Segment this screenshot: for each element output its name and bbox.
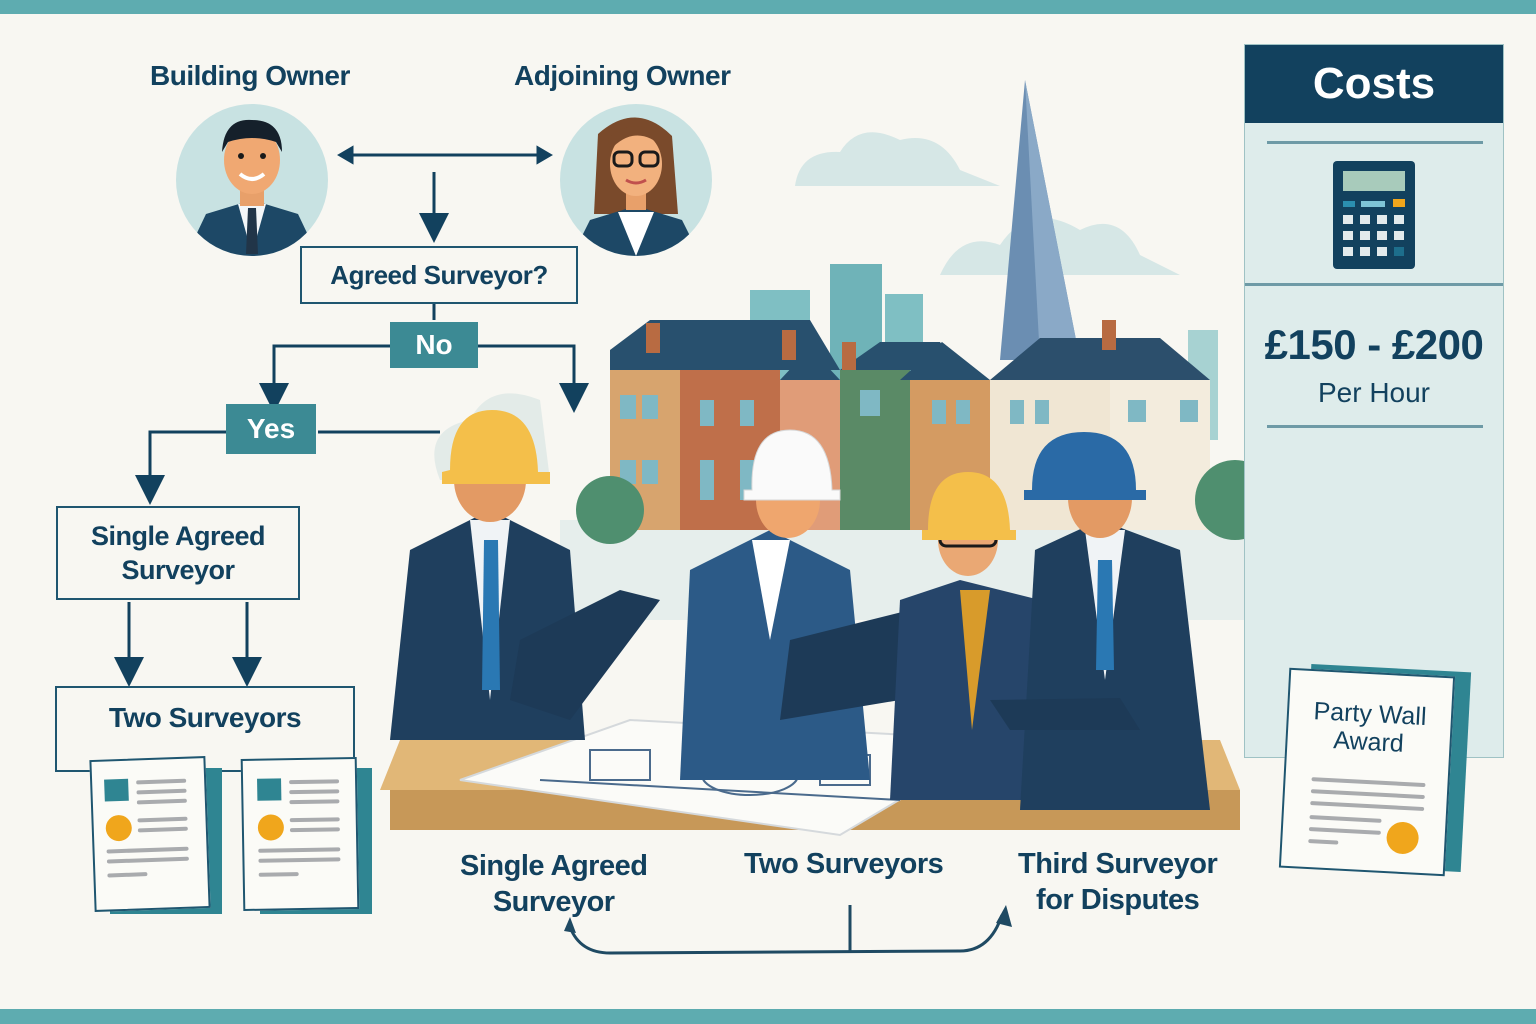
bottom-step-single-agreed: Single Agreed Surveyor [460, 848, 648, 920]
single-agreed-line1: Single Agreed [90, 521, 266, 551]
top-band [0, 0, 1536, 14]
bottom-step3-line1: Third Surveyor [1018, 848, 1218, 880]
bottom-band [0, 1009, 1536, 1024]
surveyors-illustration [380, 80, 1260, 837]
costs-title: Costs [1245, 45, 1503, 123]
award-title: Party Wall Award [1287, 696, 1452, 760]
cost-unit: Per Hour [1317, 377, 1431, 408]
adjoining-owner-label: Adjoining Owner [514, 60, 731, 91]
bottom-step1-line2: Surveyor [492, 886, 615, 918]
building-owner-label: Building Owner [150, 60, 350, 91]
flowchart-connectors [114, 145, 589, 687]
cost-price: £150 - £200 [1264, 321, 1484, 368]
adjoining-owner-avatar [560, 104, 712, 256]
bottom-step-two-surveyors: Two Surveyors [744, 848, 944, 880]
costs-panel: Costs £150 - £200 Per Hour [1244, 44, 1504, 758]
seal-icon [1385, 821, 1420, 855]
bottom-step3-line2: for Disputes [1036, 884, 1200, 916]
bottom-flow-arrow [564, 905, 1012, 955]
bottom-step-third-surveyor: Third Surveyor for Disputes [1018, 846, 1218, 918]
divider [1245, 283, 1503, 286]
single-agreed-surveyor-box: Single Agreed Surveyor [56, 506, 300, 600]
yes-tag: Yes [226, 404, 316, 454]
building-owner-avatar [176, 104, 328, 256]
agreed-surveyor-question: Agreed Surveyor? [300, 246, 578, 304]
no-tag: No [390, 322, 478, 368]
single-agreed-line2: Surveyor [121, 555, 235, 585]
divider [1267, 141, 1483, 144]
divider [1267, 425, 1483, 428]
bottom-step1-line1: Single Agreed [460, 850, 648, 882]
calculator-icon [1333, 161, 1415, 269]
